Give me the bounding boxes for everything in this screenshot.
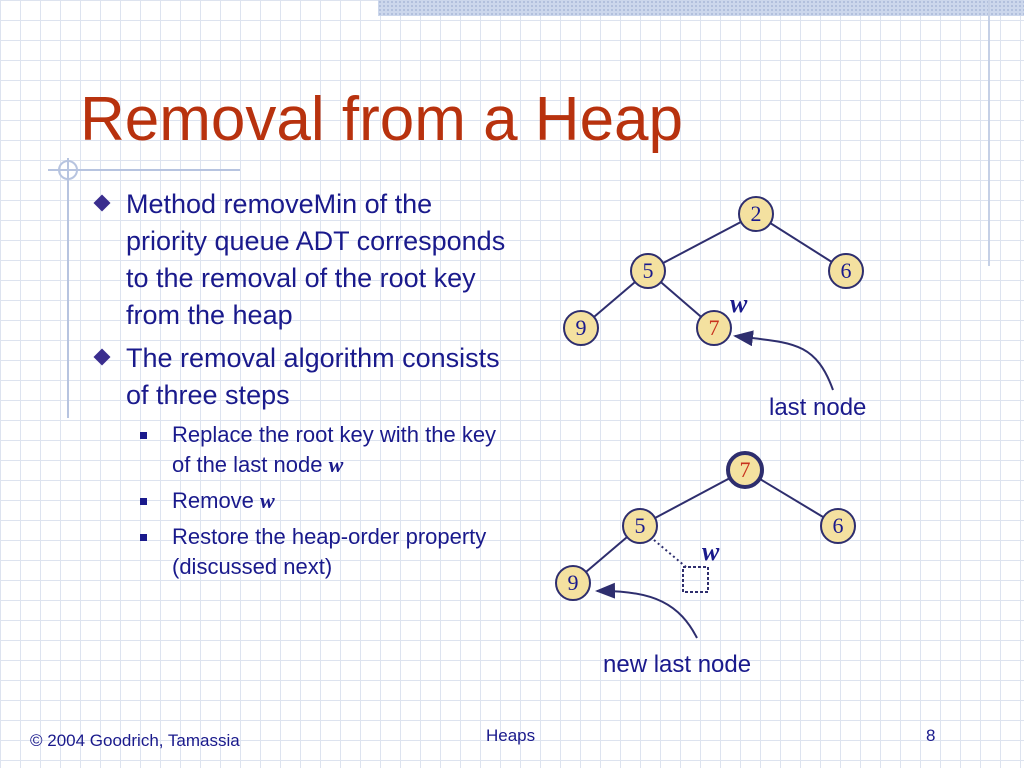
frame-line — [988, 0, 990, 266]
tree-edge — [639, 469, 746, 527]
last-node-caption: last node — [769, 394, 866, 421]
heap-node: 6 — [828, 253, 864, 289]
new-last-node: 9 — [555, 565, 591, 601]
heap-node: 6 — [820, 508, 856, 544]
sub-bullet-item: Restore the heap-order property (discuss… — [92, 522, 512, 582]
square-bullet-icon — [140, 498, 147, 505]
removed-node-placeholder — [682, 566, 709, 593]
variable-w: w — [260, 488, 275, 513]
heap-node: 5 — [630, 253, 666, 289]
arrow-icon — [733, 330, 834, 391]
w-label: w — [730, 289, 748, 318]
node-key: 6 — [841, 258, 852, 283]
last-node: 7 — [696, 310, 732, 346]
sub-bullet-item: Remove w — [92, 486, 512, 516]
bullet-item: Method removeMin of the priority queue A… — [92, 186, 512, 334]
tree-edge — [647, 213, 757, 272]
bullet-item: The removal algorithm consists of three … — [92, 340, 512, 414]
square-bullet-icon — [140, 534, 147, 541]
node-key: 7 — [740, 457, 751, 482]
top-decoration-bar — [378, 0, 1024, 16]
bullet-text: Method removeMin of the priority queue A… — [126, 189, 506, 330]
heap-node: 2 — [738, 196, 774, 232]
square-bullet-icon — [140, 432, 147, 439]
node-key: 5 — [643, 258, 654, 283]
node-key: 9 — [568, 570, 579, 595]
heap-after: 7 5 6 9 w new last node — [555, 451, 856, 678]
arrow-icon — [595, 582, 698, 639]
slide-title: Removal from a Heap — [80, 85, 684, 154]
footer-copyright: © 2004 Goodrich, Tamassia — [30, 731, 240, 750]
node-key: 5 — [635, 513, 646, 538]
bullet-text: The removal algorithm consists of three … — [126, 343, 500, 410]
node-key: 9 — [576, 315, 587, 340]
heap-node: 9 — [563, 310, 599, 346]
footer-page-number: 8 — [926, 726, 936, 745]
sub-bullet-text: Remove — [172, 488, 254, 513]
sub-bullet-item: Replace the root key with the key of the… — [92, 420, 512, 480]
new-last-node-caption: new last node — [603, 651, 751, 678]
heap-node: 5 — [622, 508, 658, 544]
heap-before: 2 5 6 9 7 w last node — [563, 196, 866, 421]
node-key: 2 — [751, 201, 762, 226]
footer-topic: Heaps — [486, 726, 536, 745]
removed-edge — [653, 539, 687, 568]
node-key: 6 — [833, 513, 844, 538]
sub-bullet-text: Replace the root key with the key of the… — [172, 422, 497, 477]
sub-bullet-text: Restore the heap-order property (discuss… — [172, 524, 487, 579]
node-key: 7 — [709, 315, 720, 340]
root-node: 7 — [726, 451, 764, 489]
variable-w: w — [328, 452, 344, 477]
w-label: w — [702, 537, 720, 566]
bullet-list: Method removeMin of the priority queue A… — [92, 186, 512, 582]
